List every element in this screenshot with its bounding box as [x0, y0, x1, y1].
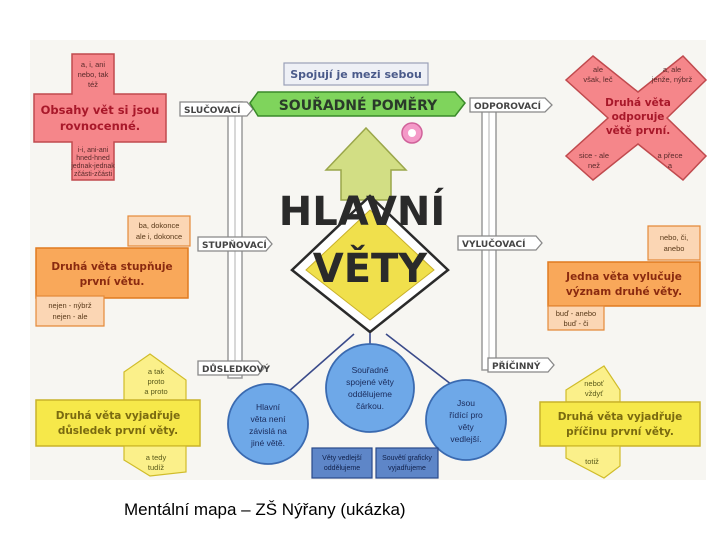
title-line-1: HLAVNÍ [279, 187, 446, 235]
sign-priciny-label: PŘÍČINNÝ [492, 360, 541, 372]
top-banner: SOUŘADNÉ POMĚRY [250, 92, 465, 116]
odporovaci-bl-2: než [588, 161, 600, 170]
dusledkovy-top-2: proto [147, 377, 164, 386]
circle-left-4: jiné větě. [250, 438, 285, 448]
title-line-2: VĚTY [313, 244, 429, 292]
priciny-main-1: Druhá věta vyjadřuje [558, 411, 683, 423]
priciny-top-2: vždyť [585, 389, 603, 398]
priciny-top-1: neboť [584, 379, 604, 388]
top-note-text: Spojují je mezi sebou [290, 68, 422, 81]
circle-right-2: řídící pro [449, 410, 483, 420]
vylucovaci-bottom-2: buď - či [563, 319, 588, 328]
bottom-box-left-2: oddělujeme [324, 465, 360, 472]
sign-slucovaci: SLUČOVACÍ [180, 102, 253, 116]
bottom-box-right: Souvětí graficky vyjadřujeme [376, 448, 438, 478]
bottom-box-right-1: Souvětí graficky [382, 455, 432, 462]
slucovaci-top-2: nebo, tak [78, 70, 109, 79]
sign-slucovaci-label: SLUČOVACÍ [184, 104, 241, 116]
dusledkovy-bottom-2: tudíž [148, 463, 165, 472]
circle-center: Souřadně spojené věty oddělujeme čárkou. [326, 344, 414, 432]
slucovaci-top-1: a, i, ani [81, 60, 106, 69]
slucovaci-main-2: rovnocenné. [60, 119, 140, 133]
odporovaci-tl-2: však, leč [583, 75, 612, 84]
sign-odporovaci-label: ODPOROVACÍ [474, 100, 542, 112]
sign-stupnovaci-label: STUPŇOVACÍ [202, 239, 267, 251]
bottom-box-right-2: vyjadřujeme [388, 465, 426, 472]
circle-center-4: čárkou. [356, 401, 384, 411]
slucovaci-main-1: Obsahy vět si jsou [41, 103, 160, 117]
slucovaci-bottom-3: jednak-jednak [70, 163, 115, 170]
dusledkovy-bottom-1: a tedy [146, 453, 167, 462]
odporovaci-bl-1: sice - ale [579, 151, 609, 160]
sign-dusledkovy-label: DŮSLEDKOVÝ [202, 363, 271, 375]
bottom-box-left: Věty vedlejší oddělujeme [312, 448, 372, 478]
sign-vylucovaci: VYLUČOVACÍ [458, 236, 542, 250]
top-note: Spojují je mezi sebou [284, 63, 428, 85]
sign-dusledkovy: DŮSLEDKOVÝ [198, 361, 271, 375]
odporovaci-main-1: Druhá věta [605, 97, 671, 109]
circle-right-4: vedlejší. [450, 434, 481, 444]
circle-left-2: věta není [251, 414, 287, 424]
slucovaci-bottom-2: hned-hned [76, 155, 110, 162]
odporovaci-tr-2: jenže, nýbrž [651, 75, 693, 84]
vylucovaci-main-2: význam druhé věty. [566, 286, 682, 298]
odporovaci-br-1: a přece [657, 151, 682, 160]
vylucovaci-main-1: Jedna věta vylučuje [565, 271, 682, 283]
odporovaci-main-2: odporuje [612, 111, 665, 123]
circle-left-1: Hlavní [256, 402, 281, 412]
sign-odporovaci: ODPOROVACÍ [470, 98, 552, 112]
odporovaci-tl-1: ale [593, 65, 603, 74]
caption: Mentální mapa – ZŠ Nýřany (ukázka) [124, 500, 406, 520]
slucovaci-bottom-1: i-i, ani-ani [78, 147, 109, 154]
stupnovaci-bottom-2: nejen - ale [52, 312, 87, 321]
dusledkovy-main-2: důsledek první věty. [58, 424, 178, 437]
odporovaci-tr-1: a, ale [663, 65, 681, 74]
priciny-main-2: příčinu první věty. [566, 426, 674, 438]
top-banner-label: SOUŘADNÉ POMĚRY [279, 97, 438, 114]
stupnovaci-main-1: Druhá věta stupňuje [51, 261, 172, 273]
stupnovaci-main-2: první větu. [80, 276, 145, 288]
sign-vylucovaci-label: VYLUČOVACÍ [462, 238, 526, 250]
stupnovaci-bottom-1: nejen - nýbrž [48, 301, 92, 310]
stupnovaci-top-2: ale i, dokonce [136, 232, 182, 241]
sign-priciny: PŘÍČINNÝ [488, 358, 554, 372]
slucovaci-top-3: též [88, 80, 98, 89]
circle-left-3: závislá na [249, 426, 287, 436]
stupnovaci-top-1: ba, dokonce [139, 221, 180, 230]
sign-stupnovaci: STUPŇOVACÍ [198, 237, 272, 251]
circle-center-1: Souřadně [352, 365, 389, 375]
dusledkovy-top-3: a proto [144, 387, 167, 396]
odporovaci-main-3: větě první. [606, 125, 670, 137]
circle-right-1: Jsou [457, 398, 475, 408]
vylucovaci-bottom-1: buď - anebo [556, 309, 596, 318]
circle-left: Hlavní věta není závislá na jiné větě. [228, 384, 308, 464]
circle-center-2: spojené věty [346, 377, 394, 387]
bottom-box-left-1: Věty vedlejší [322, 455, 362, 462]
circle-right-3: věty [458, 422, 474, 432]
slucovaci-bottom-4: zčásti-zčásti [74, 171, 113, 178]
vylucovaci-top-1: nebo, či, [660, 233, 688, 242]
flower-doodle [402, 123, 422, 143]
circle-center-3: oddělujeme [348, 389, 392, 399]
priciny-bottom-1: totiž [585, 457, 599, 466]
dusledkovy-main-1: Druhá věta vyjadřuje [56, 410, 181, 422]
dusledkovy-top-1: a tak [148, 367, 165, 376]
vylucovaci-top-2: anebo [664, 244, 685, 253]
